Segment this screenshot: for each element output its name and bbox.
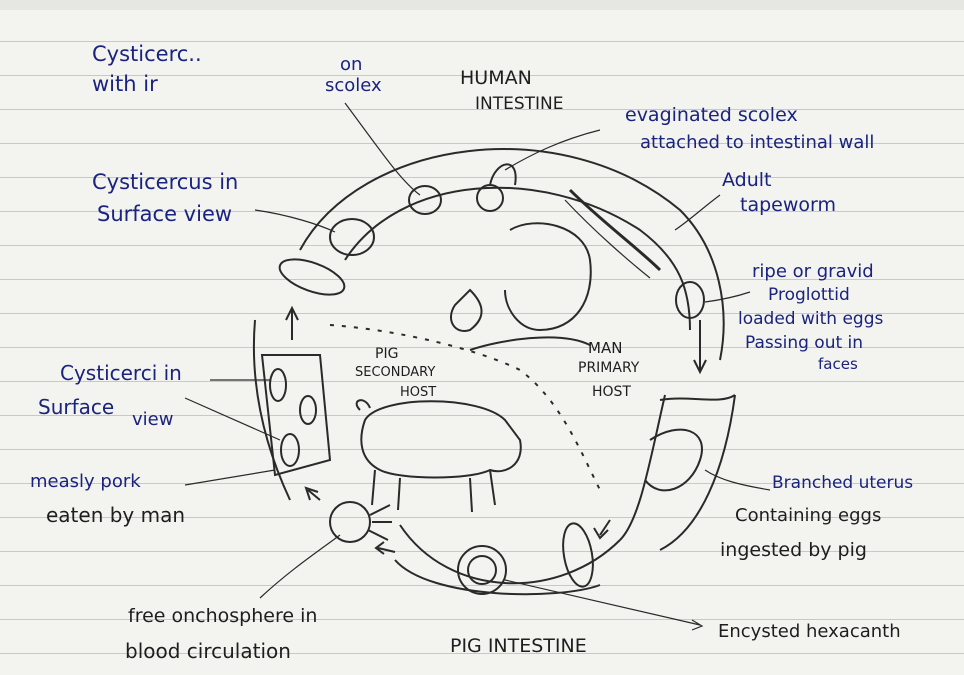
encysted-hexacanth <box>458 546 506 594</box>
label-cysticerci-3: view <box>132 410 173 431</box>
label-free-onchosphere-2: blood circulation <box>125 640 291 663</box>
pig-intestine-arrow <box>376 542 395 554</box>
label-human-intestine-1: HUMAN <box>460 68 532 90</box>
free-onchosphere <box>330 502 370 542</box>
label-branched-1: Branched uterus <box>772 474 913 494</box>
label-free-onchosphere-1: free onchosphere in <box>128 606 317 628</box>
label-cyst-surface-2: Surface view <box>97 202 232 226</box>
label-cysticercus-invaginated-2: with ir <box>92 72 158 96</box>
label-pig-host-3: HOST <box>400 386 436 401</box>
label-ripe-1: ripe or gravid <box>752 262 874 283</box>
pig-tail <box>357 400 370 410</box>
label-pig-host-1: PIG <box>375 346 398 362</box>
evaginated-scolex-neck <box>490 164 516 185</box>
human-shoulder <box>470 337 590 350</box>
egg-in-pig-intestine <box>559 521 598 589</box>
right-lower-arc <box>620 395 665 540</box>
human-hand <box>451 290 482 331</box>
label-measly-1: measly pork <box>30 472 141 493</box>
pig-legs <box>372 470 495 512</box>
label-cysticercus-invaginated-1: Cysticerc.. <box>92 42 202 66</box>
leader-onchosphere <box>260 535 340 598</box>
label-cysticerci-2: Surface <box>38 396 114 419</box>
human-intestine-band-inner <box>345 188 690 330</box>
uterus-band-outer <box>660 395 735 550</box>
leader-hexacanth <box>505 580 702 630</box>
human-intestine-band-outer <box>300 149 724 360</box>
leader-cyst-surface <box>255 210 335 232</box>
label-encysted-hexacanth: Encysted hexacanth <box>718 622 901 643</box>
label-ripe-4: Passing out in <box>745 334 863 354</box>
label-evaginated-1: evaginated scolex <box>625 105 798 127</box>
pig-body <box>361 401 520 477</box>
label-cyst-surface-1: Cysticercus in <box>92 170 238 194</box>
label-branched-3: ingested by pig <box>720 540 867 562</box>
uterus-arrow <box>594 520 610 538</box>
evaginated-scolex-bulb <box>477 185 503 211</box>
label-cysticerci-1: Cysticerci in <box>60 362 182 385</box>
label-adult-2: tapeworm <box>740 195 836 217</box>
label-on-scolex-1: on <box>340 55 362 76</box>
label-evaginated-2: attached to intestinal wall <box>640 133 874 154</box>
label-ripe-5: faces <box>818 356 858 373</box>
human-head <box>505 223 591 330</box>
label-man-host-2: PRIMARY <box>578 360 639 376</box>
label-ripe-3: loaded with eggs <box>738 310 883 330</box>
onchosphere-arrow <box>306 488 320 500</box>
label-pig-intestine: PIG INTESTINE <box>450 636 587 658</box>
leader-measly <box>185 470 275 485</box>
adult-tapeworm-body <box>570 190 660 270</box>
label-measly-2: eaten by man <box>46 504 185 527</box>
leader-scolex <box>345 103 420 195</box>
pork-up-arrow <box>286 308 298 340</box>
label-adult-1: Adult <box>722 170 772 192</box>
label-pig-host-2: SECONDARY <box>355 366 435 381</box>
label-on-scolex-2: scolex <box>325 76 382 97</box>
branched-uterus <box>645 430 702 491</box>
label-man-host-1: MAN <box>588 340 622 357</box>
label-man-host-3: HOST <box>592 384 631 400</box>
pig-intestine-band-top <box>400 525 620 583</box>
leader-proglottid <box>705 292 750 302</box>
label-branched-2: Containing eggs <box>735 506 881 527</box>
cysticercus-in-band <box>275 252 348 302</box>
label-ripe-2: Proglottid <box>768 286 850 306</box>
label-human-intestine-2: INTESTINE <box>475 95 564 115</box>
